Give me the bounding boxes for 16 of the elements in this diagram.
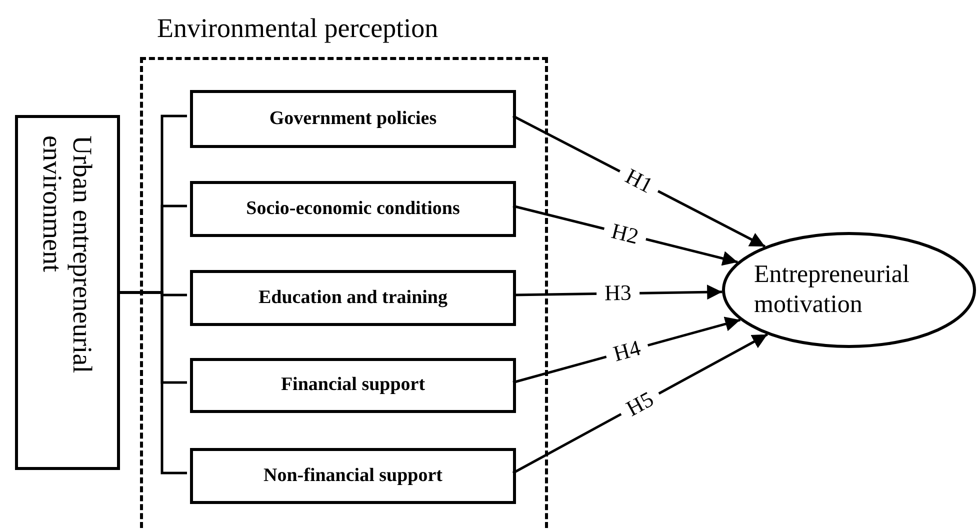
node-text: Non-financial support xyxy=(264,464,442,488)
node-text: Socio-economic conditions xyxy=(246,196,460,221)
connector-line xyxy=(120,291,187,474)
ellipse-node xyxy=(722,232,976,348)
process-box xyxy=(190,90,516,148)
process-box xyxy=(190,181,516,237)
node-text: Government policies xyxy=(269,106,437,131)
node-text: Education and training xyxy=(258,286,448,310)
process-box xyxy=(15,115,120,470)
group-title: Environmental perception xyxy=(157,12,438,45)
process-box xyxy=(190,270,516,326)
node-text: Urban entrepreneurial environment xyxy=(38,135,98,375)
process-box xyxy=(190,358,516,413)
node-text: Financial support xyxy=(280,373,426,398)
process-box xyxy=(190,448,516,504)
node-text: Entrepreneurial motivation xyxy=(754,260,910,320)
